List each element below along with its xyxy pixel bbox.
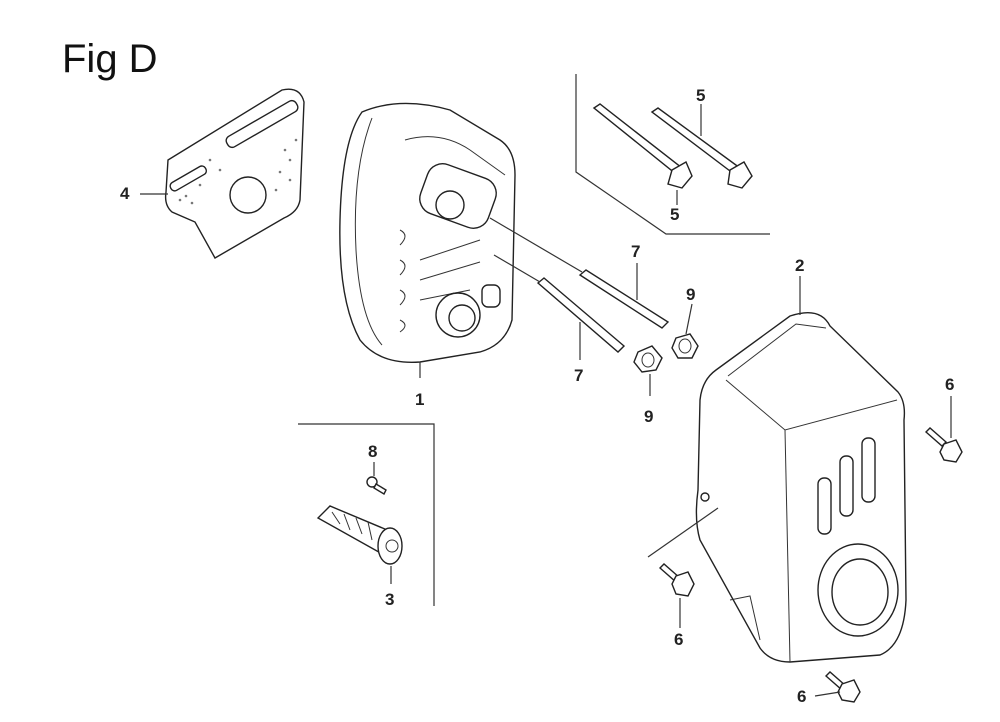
- callout-3: 3: [385, 590, 394, 609]
- callout-7: 7: [631, 242, 640, 261]
- mounting-bolt: [650, 107, 753, 189]
- cover-bolt: [924, 427, 963, 463]
- callout-9: 9: [686, 285, 695, 304]
- flange-nut: [633, 345, 663, 373]
- callout-5: 5: [670, 205, 679, 224]
- callout-4: 4: [120, 184, 130, 203]
- leader-line: [647, 507, 719, 558]
- leader-line: [489, 217, 583, 273]
- leader-line: [685, 303, 693, 335]
- cover-bolt: [824, 671, 861, 703]
- callout-9: 9: [644, 407, 653, 426]
- group-bracket: [298, 423, 435, 606]
- muffler-body: [339, 102, 516, 364]
- callout-7: 7: [574, 366, 583, 385]
- leader-line: [493, 254, 541, 283]
- callout-6: 6: [674, 630, 683, 649]
- callout-2: 2: [795, 256, 804, 275]
- mounting-bolt: [592, 103, 693, 189]
- heat-shield-plate: [164, 88, 305, 259]
- callout-1: 1: [415, 390, 424, 409]
- flange-nut: [671, 333, 699, 359]
- muffler-protector-cover: [695, 312, 907, 663]
- callout-6: 6: [797, 687, 806, 706]
- callout-5: 5: [696, 86, 705, 105]
- group-bracket: [575, 74, 770, 235]
- spark-arrester: [316, 505, 403, 565]
- leader-line: [814, 691, 841, 697]
- tapping-screw: [366, 476, 387, 495]
- stud-bolt: [578, 269, 670, 329]
- callout-6: 6: [945, 375, 954, 394]
- cover-bolt: [658, 563, 695, 597]
- stud-bolt: [536, 277, 626, 353]
- callout-8: 8: [368, 442, 377, 461]
- figure-title: Fig D: [62, 37, 158, 81]
